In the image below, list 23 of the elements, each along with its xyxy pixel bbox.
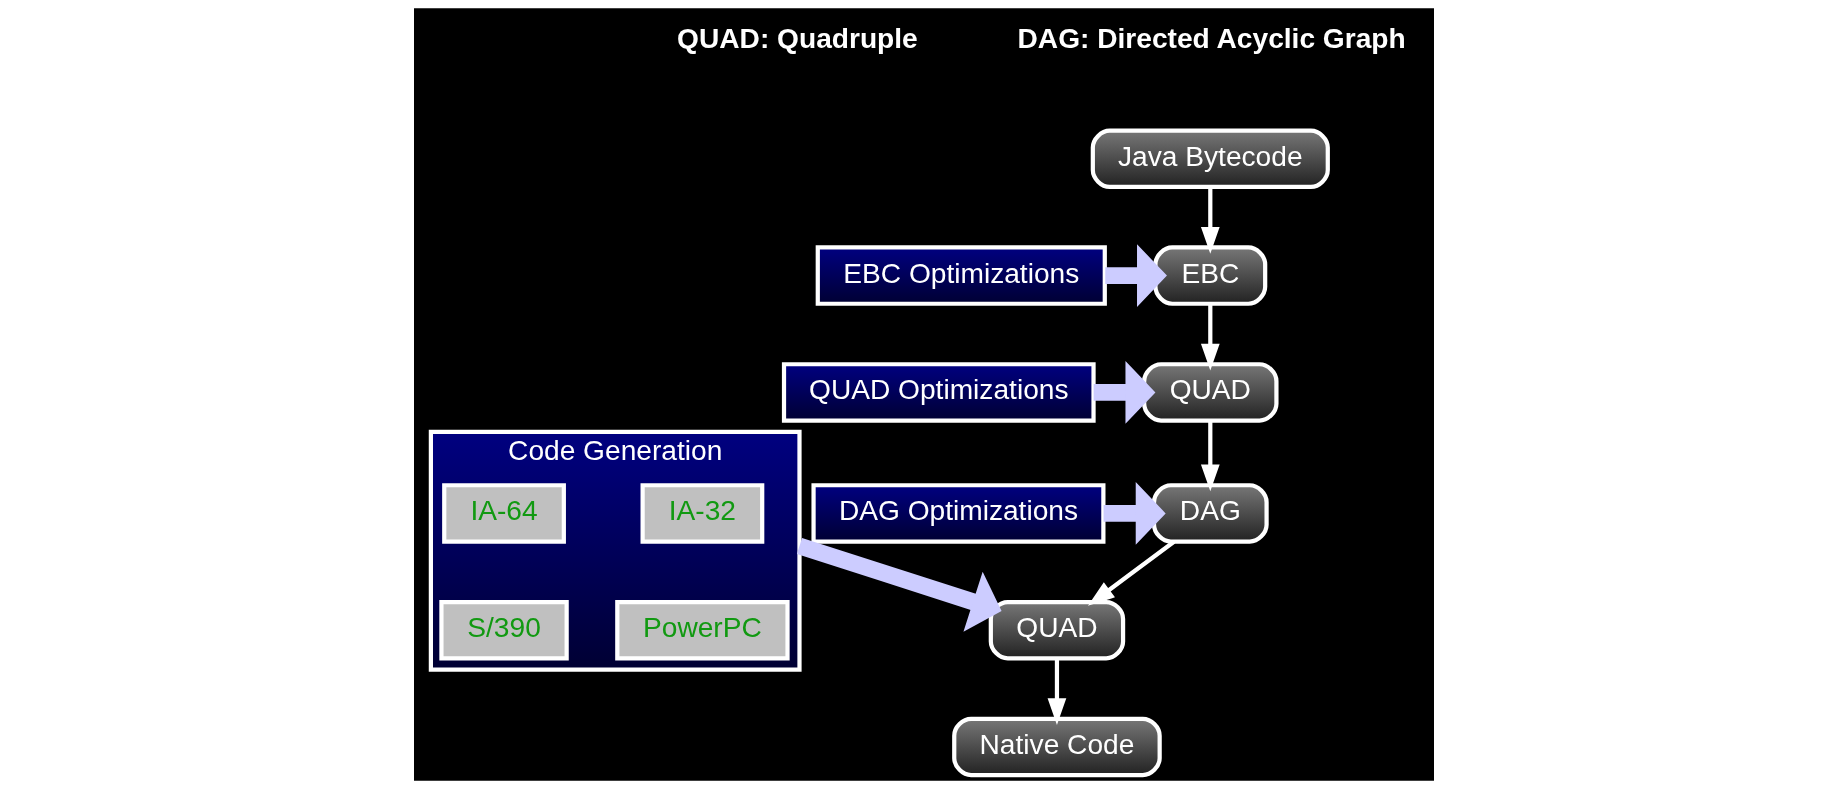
node-box: DAG	[1151, 483, 1269, 544]
arrow	[1200, 420, 1220, 492]
node-box: Java Bytecode	[1090, 128, 1330, 190]
node-box: IA-64	[442, 483, 566, 544]
label: QUAD: Quadruple	[677, 22, 918, 54]
label: DAG: Directed Acyclic Graph	[1017, 22, 1406, 54]
node-box: EBC	[1153, 245, 1268, 306]
node-box: PowerPC	[615, 599, 790, 661]
node-box: S/390	[439, 599, 569, 661]
arrow	[1103, 481, 1166, 545]
arrow	[1200, 187, 1220, 254]
node-box: IA-32	[640, 483, 765, 544]
node-box: QUAD	[1142, 362, 1279, 423]
node-box: QUAD	[988, 599, 1126, 661]
arrow	[1093, 360, 1156, 424]
node-box: Native Code	[952, 716, 1162, 778]
arrow	[1105, 244, 1167, 308]
node-box: DAG Optimizations	[811, 483, 1106, 544]
arrow	[1087, 540, 1176, 606]
node-box: QUAD Optimizations	[781, 362, 1096, 423]
arrow	[1200, 304, 1220, 371]
arrow	[1047, 658, 1067, 726]
node-box: EBC Optimizations	[815, 245, 1107, 306]
